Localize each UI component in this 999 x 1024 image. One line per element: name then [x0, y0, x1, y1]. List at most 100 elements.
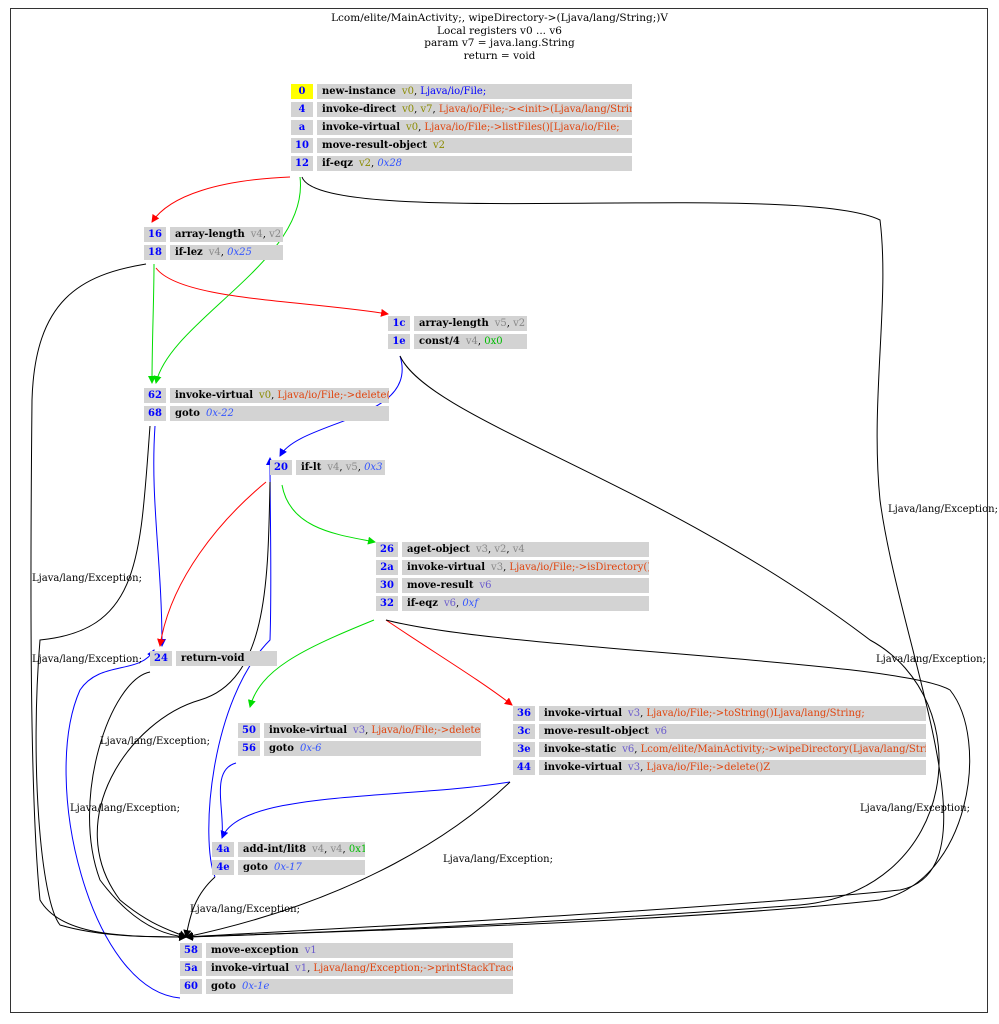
operand: v1 — [304, 945, 317, 956]
operand: v4 — [327, 462, 340, 473]
edge-label-exc-9: Ljava/lang/Exception; — [888, 504, 998, 515]
operand: v4 — [330, 844, 343, 855]
edge-b50-b4a — [219, 762, 237, 839]
instruction-address: 32 — [376, 596, 398, 611]
method-header: Lcom/elite/MainActivity;, wipeDirectory-… — [0, 12, 999, 62]
operand: Ljava/lang/Exception;->printStackTrace()… — [313, 963, 513, 974]
operand: , — [307, 963, 314, 974]
opcode: const/4 — [419, 336, 460, 347]
opcode: if-lt — [301, 462, 322, 473]
operand: , — [365, 725, 372, 736]
operand: , — [506, 318, 514, 329]
opcode: invoke-direct — [322, 104, 397, 115]
operand: v2 — [494, 544, 507, 555]
instruction-address: 3c — [513, 724, 535, 739]
instruction-text: return-void — [176, 651, 277, 666]
operand: , — [220, 247, 228, 258]
operand: 0x-22 — [205, 408, 234, 419]
operand: v3 — [628, 708, 641, 719]
operand: 0x-6 — [299, 743, 322, 754]
operand: v6 — [479, 580, 492, 591]
instruction-address: 50 — [238, 723, 260, 738]
instruction-address: 58 — [180, 943, 202, 958]
operand: v6 — [655, 726, 668, 737]
edge-b36-b4a — [220, 781, 511, 839]
operand: v3 — [491, 562, 504, 573]
instruction-address: 4a — [212, 842, 234, 857]
edge-b4a-b20 — [208, 457, 275, 878]
operand: 0x3 — [364, 462, 383, 473]
instruction-address: 1e — [388, 334, 410, 349]
operand: , — [432, 104, 439, 115]
operand: v2 — [433, 140, 446, 151]
operand: v2 — [513, 318, 526, 329]
opcode: invoke-virtual — [322, 122, 401, 133]
instruction-address: 26 — [376, 542, 398, 557]
edge-exc-b36 — [185, 781, 511, 940]
instruction-address: 1c — [388, 316, 410, 331]
method-signature: Lcom/elite/MainActivity;, wipeDirectory-… — [331, 12, 668, 24]
operand: , — [634, 744, 641, 755]
edge-b62-b24 — [153, 425, 166, 647]
operand: , — [271, 390, 278, 401]
operand: 0x1 — [348, 844, 365, 855]
edge-b16-b1c — [155, 267, 389, 317]
edge-exc-b26 — [185, 619, 971, 941]
operand: 0x-17 — [273, 862, 302, 873]
opcode: invoke-virtual — [544, 708, 623, 719]
edge-label-exc-6: Ljava/lang/Exception; — [443, 854, 553, 865]
opcode: move-exception — [211, 945, 299, 956]
edge-b58-b24 — [65, 649, 181, 999]
operand: Ljava/io/File;->toString()Ljava/lang/Str… — [646, 708, 865, 719]
opcode: invoke-virtual — [407, 562, 486, 573]
operand: , — [640, 762, 647, 773]
operand: , — [413, 86, 421, 97]
operand: , — [506, 544, 513, 555]
opcode: if-eqz — [407, 598, 438, 609]
operand: v6 — [622, 744, 635, 755]
operand: , — [414, 104, 421, 115]
edge-b26-b50 — [247, 619, 375, 708]
operand: v2 — [269, 229, 282, 240]
operand: v4 — [250, 229, 263, 240]
operand: v7 — [420, 104, 433, 115]
operand: Ljava/io/File;->isDirectory()Z — [509, 562, 649, 573]
edge-exc-b4a — [183, 876, 216, 938]
operand: , — [487, 544, 495, 555]
operand: v0 — [402, 104, 415, 115]
instruction-text: move-exception v1 — [206, 943, 513, 958]
operand: v0 — [401, 86, 414, 97]
opcode: new-instance — [322, 86, 396, 97]
edge-b26-b36 — [385, 619, 513, 706]
operand: v6 — [443, 598, 456, 609]
instruction-row: 58 move-exception v1 — [180, 943, 513, 958]
instruction-address: 12 — [291, 156, 313, 171]
operand: v0 — [259, 390, 272, 401]
operand: v4 — [312, 844, 325, 855]
operand: 0xf — [462, 598, 479, 609]
operand: , — [503, 562, 510, 573]
opcode: goto — [175, 408, 200, 419]
